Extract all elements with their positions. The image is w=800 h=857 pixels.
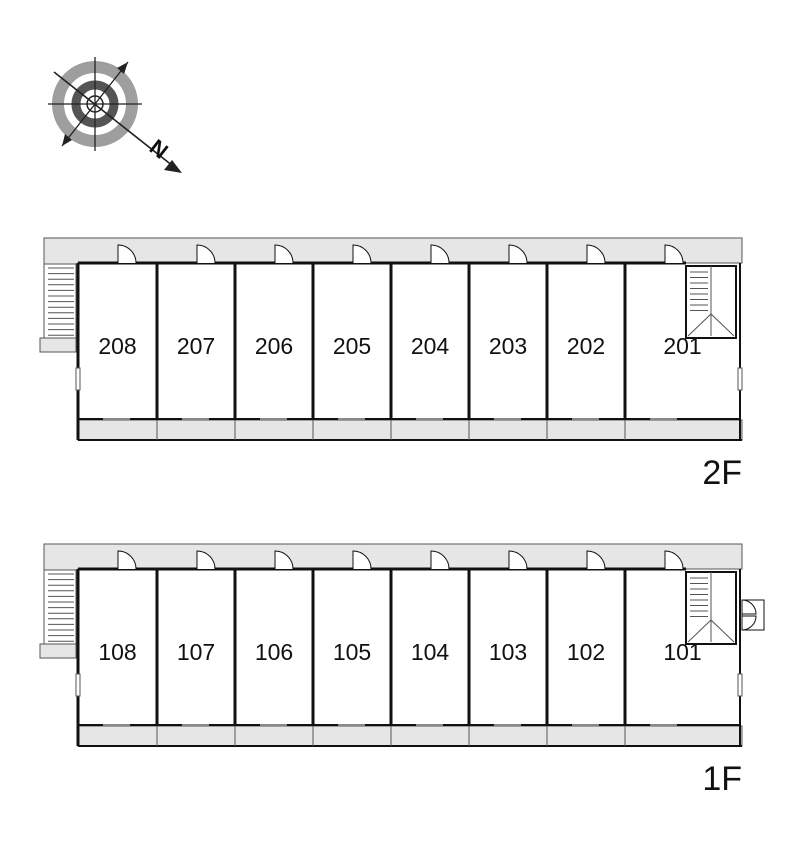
north-letter: N (145, 134, 173, 163)
room-208-door (117, 244, 137, 264)
room-203-door (508, 244, 528, 264)
floor-2f-label: 2F (702, 454, 742, 492)
room-101-label: 101 (663, 639, 701, 665)
balcony-strip (77, 725, 743, 747)
side-window (75, 367, 81, 391)
room-108-door (117, 550, 137, 570)
room-202-door (586, 244, 606, 264)
side-window (737, 673, 743, 697)
common-walkway (43, 237, 743, 341)
room-201-door (664, 244, 684, 264)
floor-1f: 108 107 106 105 104 103 102 101 1F (39, 543, 765, 798)
room-205-door (352, 244, 372, 264)
stair-landing (39, 643, 77, 659)
room-204-door (430, 244, 450, 264)
floor-2f: 208 207 206 205 204 203 202 201 2F (39, 237, 743, 492)
room-101-door (664, 550, 684, 570)
room-104-label: 104 (411, 639, 450, 665)
room-103-door (508, 550, 528, 570)
entrance-door-swing (741, 615, 757, 631)
room-103-label: 103 (489, 639, 527, 665)
room-107-label: 107 (177, 639, 215, 665)
room-102-door (586, 550, 606, 570)
room-205-label: 205 (333, 333, 371, 359)
balcony-strip (77, 419, 743, 441)
common-walkway (43, 543, 743, 647)
room-106-door (274, 550, 294, 570)
side-window (737, 367, 743, 391)
side-window (75, 673, 81, 697)
room-203-label: 203 (489, 333, 527, 359)
room-206-door (274, 244, 294, 264)
room-102-label: 102 (567, 639, 605, 665)
room-208-label: 208 (98, 333, 136, 359)
room-106-label: 106 (255, 639, 293, 665)
room-107-door (196, 550, 216, 570)
room-207-door (196, 244, 216, 264)
entrance-door (741, 599, 765, 631)
room-105-label: 105 (333, 639, 371, 665)
room-202-label: 202 (567, 333, 605, 359)
room-105-door (352, 550, 372, 570)
room-207-label: 207 (177, 333, 215, 359)
room-104-door (430, 550, 450, 570)
room-108-label: 108 (98, 639, 136, 665)
floor-1f-label: 1F (702, 760, 742, 798)
room-204-label: 204 (411, 333, 450, 359)
room-201-label: 201 (663, 333, 701, 359)
stair-landing (39, 337, 77, 353)
room-206-label: 206 (255, 333, 293, 359)
entrance-door-swing (741, 599, 757, 615)
compass-rose-icon: N (48, 57, 182, 173)
